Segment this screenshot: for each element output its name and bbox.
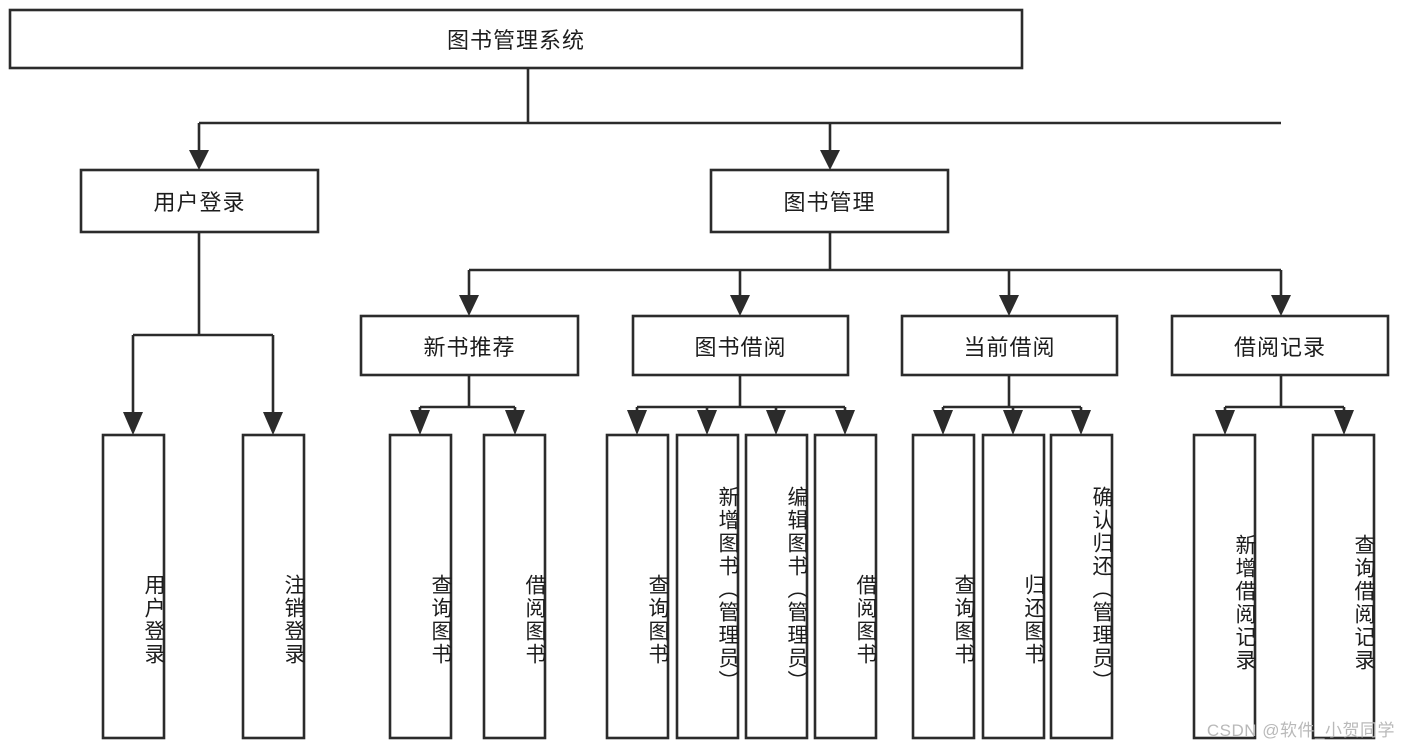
connector-record-to-leaves xyxy=(1215,375,1354,435)
leaf-query-book-current[interactable] xyxy=(911,433,976,740)
node-book-management[interactable] xyxy=(709,168,950,234)
leaf-user-logout[interactable] xyxy=(241,433,306,740)
connector-current-to-leaves xyxy=(933,375,1091,435)
connector-newbook-to-leaves xyxy=(410,375,525,435)
leaf-edit-book-admin[interactable] xyxy=(744,433,809,740)
node-borrow-record[interactable] xyxy=(1170,314,1390,377)
leaf-query-book-borrow[interactable] xyxy=(605,433,670,740)
node-current-borrow[interactable] xyxy=(900,314,1119,377)
leaf-return-book[interactable] xyxy=(981,433,1046,740)
node-book-borrow[interactable] xyxy=(631,314,850,377)
leaf-borrow-book-borrow[interactable] xyxy=(813,433,878,740)
leaf-confirm-return-admin[interactable] xyxy=(1049,433,1114,740)
connector-root-to-level2 xyxy=(189,68,1281,170)
node-root[interactable] xyxy=(8,8,1024,70)
connector-userlogin-to-leaves xyxy=(123,232,283,435)
node-new-book-recommend[interactable] xyxy=(359,314,580,377)
connector-bookmgmt-to-level3 xyxy=(459,232,1291,316)
leaf-add-borrow-record[interactable] xyxy=(1192,433,1257,740)
connector-borrow-to-leaves xyxy=(627,375,855,435)
node-user-login[interactable] xyxy=(79,168,320,234)
leaf-user-login[interactable] xyxy=(101,433,166,740)
leaf-query-book-newbook[interactable] xyxy=(388,433,453,740)
leaf-borrow-book-newbook[interactable] xyxy=(482,433,547,740)
leaf-add-book-admin[interactable] xyxy=(675,433,740,740)
leaf-query-borrow-record[interactable] xyxy=(1311,433,1376,740)
